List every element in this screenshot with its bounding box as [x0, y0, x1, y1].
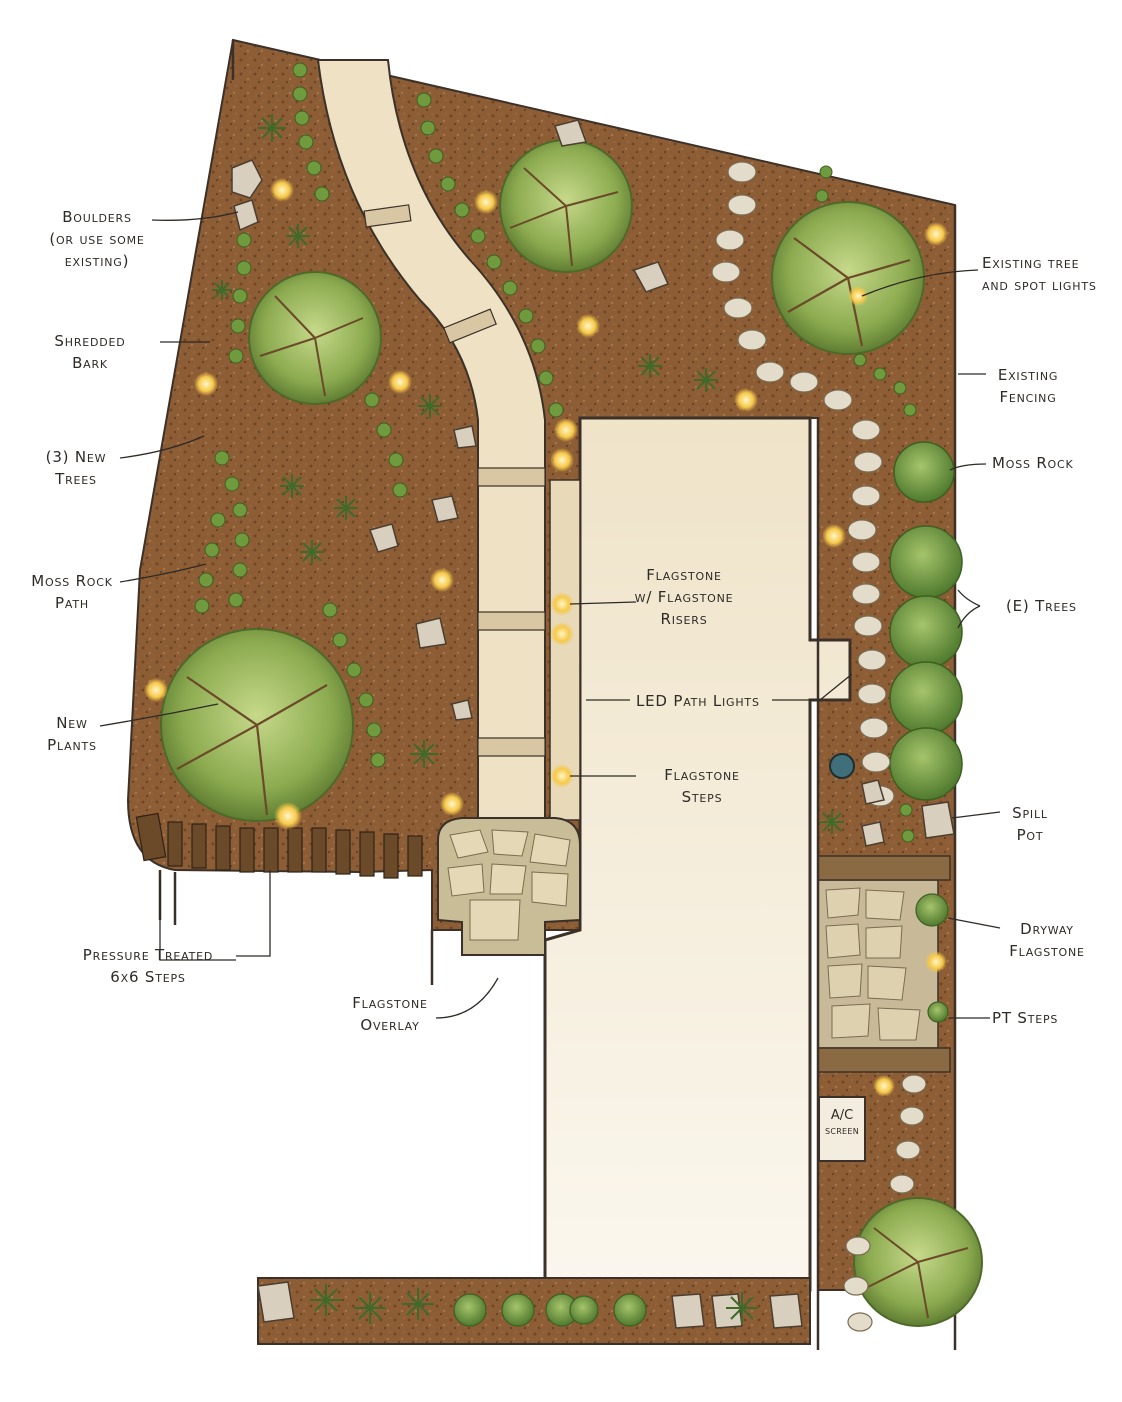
label-flagstone-steps-line2: Steps [681, 788, 723, 806]
label-flagstone-steps-line1: Flagstone [664, 766, 740, 784]
label-boulders: Boulders (or use some existing) [49, 206, 144, 272]
label-pt-6x6-steps-line1: Pressure Treated [82, 946, 214, 964]
label-moss-rock-path-line2: Path [55, 594, 89, 612]
new-tree [248, 271, 382, 405]
dryway-stones [825, 887, 921, 1041]
label-flagstone-overlay-line1: Flagstone [352, 994, 428, 1012]
label-existing-fencing-line1: Existing [997, 366, 1059, 384]
label-e-trees-text: (E) Trees [1006, 597, 1077, 615]
ac-screen: A/C SCREEN [818, 1096, 866, 1162]
ac-screen-line2: SCREEN [824, 1127, 860, 1136]
label-boulders-line1: Boulders [62, 208, 132, 226]
label-existing-tree-spot-lights: Existing tree and spot lights [982, 252, 1097, 296]
label-e-trees: (E) Trees [1006, 595, 1077, 617]
label-dryway-flagstone-line1: Dryway [1020, 920, 1074, 938]
e-tree-column [889, 441, 963, 801]
spill-pot [829, 753, 855, 779]
flagstone-riser [477, 611, 546, 631]
label-shredded-bark: Shredded Bark [54, 330, 125, 374]
label-pt-6x6-steps-line2: 6x6 Steps [110, 968, 186, 986]
flagstone-steps-strip [549, 479, 581, 821]
pt-steps-top [817, 855, 951, 881]
label-new-trees-line2: Trees [55, 470, 97, 488]
flagstone-riser [477, 737, 546, 757]
label-existing-fencing-line2: Fencing [999, 388, 1057, 406]
leader-lines [99, 211, 1001, 1019]
label-existing-fencing: Existing Fencing [998, 364, 1058, 408]
overlay-stones [447, 829, 571, 941]
label-led-path-lights: LED Path Lights [636, 690, 760, 712]
label-flagstone-risers-line3: Risers [660, 610, 708, 628]
label-shredded-bark-line1: Shredded [54, 332, 126, 350]
label-moss-rock-path: Moss Rock Path [31, 570, 113, 614]
existing-tree [771, 201, 925, 355]
label-moss-rock-text: Moss Rock [992, 454, 1074, 472]
ac-screen-line1: A/C [830, 1108, 854, 1123]
label-shredded-bark-line2: Bark [72, 354, 108, 372]
label-dryway-flagstone: Dryway Flagstone [1009, 918, 1085, 962]
label-moss-rock-path-line1: Moss Rock [31, 572, 113, 590]
label-led-path-lights-text: LED Path Lights [636, 692, 760, 710]
label-flagstone-overlay: Flagstone Overlay [352, 992, 428, 1036]
flagstone-riser [477, 467, 546, 487]
label-dryway-flagstone-line2: Flagstone [1009, 942, 1085, 960]
label-existing-tree-line1: Existing tree [982, 254, 1080, 272]
label-new-trees: (3) New Trees [46, 446, 107, 490]
label-flagstone-overlay-line2: Overlay [360, 1016, 420, 1034]
label-new-plants: New Plants [47, 712, 97, 756]
label-pt-steps-text: PT Steps [992, 1009, 1059, 1027]
label-pt-6x6-steps: Pressure Treated 6x6 Steps [83, 944, 213, 988]
spiky-plants [212, 114, 844, 1324]
existing-tree [853, 1197, 983, 1327]
pt-steps-bottom [817, 1047, 951, 1073]
boulders [231, 119, 955, 1329]
new-tree [499, 139, 633, 273]
label-moss-rock: Moss Rock [992, 452, 1074, 474]
label-pt-steps: PT Steps [992, 1007, 1058, 1029]
new-tree [160, 628, 354, 822]
label-flagstone-steps: Flagstone Steps [664, 764, 740, 808]
label-existing-tree-line2: and spot lights [982, 276, 1097, 294]
label-boulders-line2: (or use some [49, 230, 145, 248]
label-new-plants-line2: Plants [47, 736, 97, 754]
pressure-treated-steps [135, 812, 423, 879]
label-boulders-line3: existing) [64, 252, 130, 270]
label-spill-pot-line1: Spill [1012, 804, 1048, 822]
shrub-chains [194, 62, 917, 843]
bottom-strip-shrubs [453, 893, 949, 1327]
label-new-plants-line1: New [56, 714, 88, 732]
label-new-trees-line1: (3) New [45, 448, 107, 466]
label-flagstone-risers-line1: Flagstone [646, 566, 722, 584]
flagstone-patio [543, 416, 852, 1292]
label-spill-pot-line2: Pot [1016, 826, 1044, 844]
label-flagstone-risers-line2: w/ Flagstone [634, 588, 734, 606]
label-spill-pot: Spill Pot [1012, 802, 1048, 846]
flagstone-riser [363, 204, 412, 228]
label-flagstone-risers: Flagstone w/ Flagstone Risers [635, 564, 734, 630]
path-lights [144, 178, 948, 1097]
flagstone-riser [443, 308, 497, 344]
